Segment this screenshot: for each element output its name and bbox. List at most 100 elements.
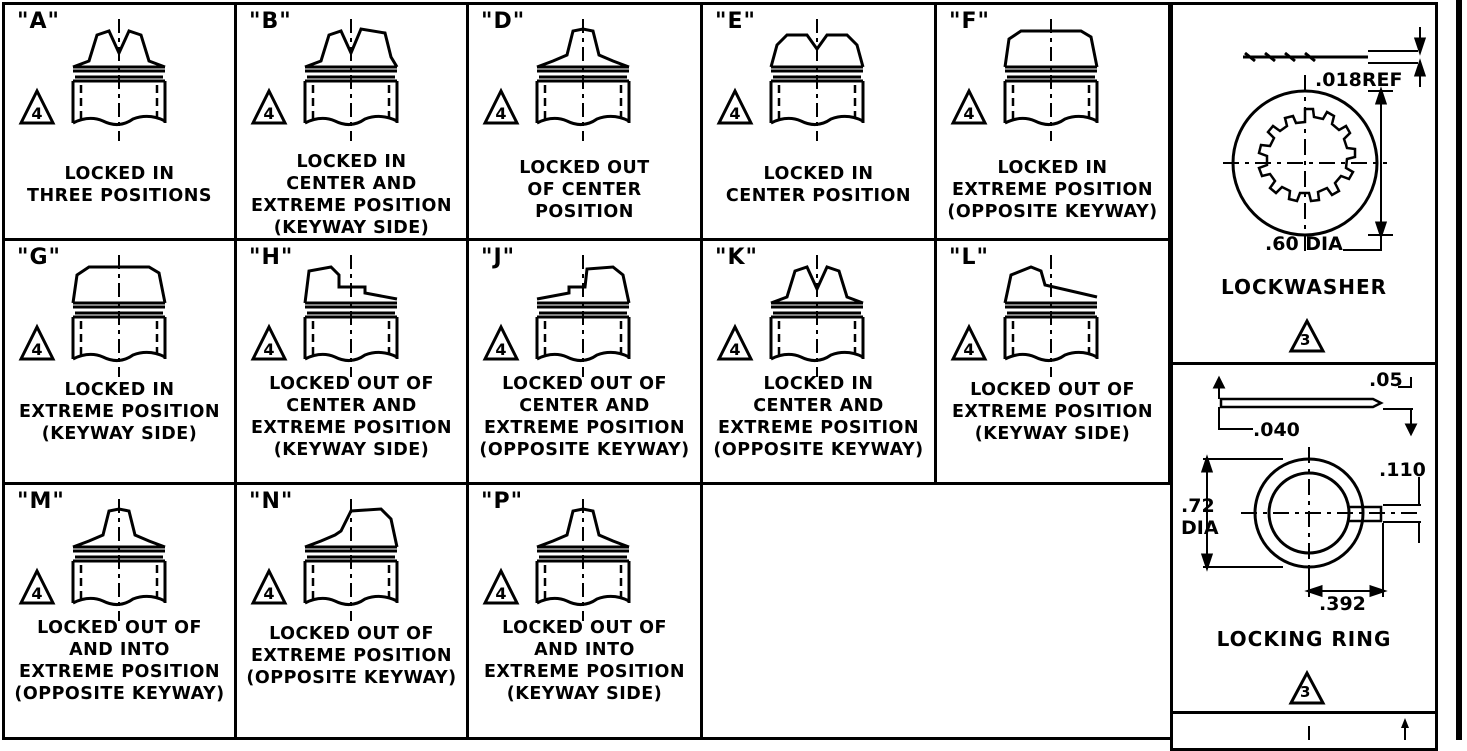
caption-line: CENTER AND — [753, 396, 884, 416]
note-number: 4 — [951, 93, 987, 127]
locking-ring-drawing — [1200, 375, 1423, 705]
note-number-text: 4 — [263, 340, 275, 359]
caption-line: EXTREME POSITION — [250, 418, 453, 438]
partial-panel — [1170, 711, 1438, 751]
caption-line: LOCKED OUT OF — [37, 618, 202, 638]
caption-line: EXTREME POSITION — [18, 662, 221, 682]
note-triangle — [18, 87, 56, 125]
note-number-text: 4 — [263, 104, 275, 123]
locking-ring-panel: .05 .040 .110 .72 DIA .392 LOCKING RING … — [1170, 362, 1438, 714]
note-triangle — [482, 87, 520, 125]
caption-line: LOCKED OUT — [519, 158, 650, 178]
lock-profile-drawing — [950, 19, 1099, 141]
note-number-text: 4 — [31, 340, 43, 359]
lock-profile-drawing — [716, 19, 865, 141]
caption-line: CENTER AND — [286, 396, 417, 416]
lockwasher-note-triangle — [1288, 317, 1326, 353]
note-number: 4 — [717, 93, 753, 127]
caption-line: EXTREME POSITION — [951, 180, 1154, 200]
cell-label: "P" — [481, 489, 524, 514]
empty-area — [700, 482, 1173, 740]
note-number: 4 — [19, 93, 55, 127]
caption-line: OF CENTER — [527, 180, 642, 200]
caption-line: (KEYWAY SIDE) — [974, 424, 1131, 444]
cell-label: "L" — [949, 245, 989, 270]
caption-line: (KEYWAY SIDE) — [506, 684, 663, 704]
note-number: 4 — [251, 573, 287, 607]
note-number: 4 — [483, 573, 519, 607]
caption-line: LOCKED OUT OF — [970, 380, 1135, 400]
caption-line: EXTREME POSITION — [717, 418, 920, 438]
lock-profile-drawing — [950, 255, 1099, 377]
caption-line: EXTREME POSITION — [951, 402, 1154, 422]
note-number: 4 — [717, 329, 753, 363]
caption-line: LOCKED IN — [763, 164, 874, 184]
caption-line: (KEYWAY SIDE) — [273, 218, 430, 238]
cell-label: "F" — [949, 9, 990, 34]
note-number-text: 4 — [495, 104, 507, 123]
locking-ring-note-triangle — [1288, 669, 1326, 705]
locking-ring-dim-110: .110 — [1379, 459, 1426, 481]
lockwasher-note-number: 3 — [1300, 331, 1311, 349]
note-triangle — [250, 567, 288, 605]
caption-line: LOCKED OUT OF — [269, 374, 434, 394]
caption-line: EXTREME POSITION — [250, 196, 453, 216]
lockwasher-ref-dimension: .018REF — [1315, 69, 1403, 91]
caption-line: (KEYWAY SIDE) — [273, 440, 430, 460]
locking-ring-note-number: 3 — [1300, 683, 1311, 701]
lock-profile-drawing — [18, 19, 167, 141]
cell-label: "K" — [715, 245, 758, 270]
note-number-text: 4 — [963, 104, 975, 123]
caption-line: THREE POSITIONS — [27, 186, 212, 206]
caption-line: (OPPOSITE KEYWAY) — [246, 668, 457, 688]
lock-profile-drawing — [716, 255, 865, 377]
caption-line: LOCKED OUT OF — [502, 618, 667, 638]
note-number-text: 4 — [495, 340, 507, 359]
locking-ring-title: LOCKING RING — [1216, 627, 1392, 651]
note-triangle — [250, 323, 288, 361]
note-number-text: 4 — [495, 584, 507, 603]
note-number: 4 — [19, 573, 55, 607]
caption-line: (OPPOSITE KEYWAY) — [479, 440, 690, 460]
caption-line: EXTREME POSITION — [483, 662, 686, 682]
locking-ring-dim-dia: DIA — [1181, 517, 1219, 539]
page-border-right — [1456, 0, 1462, 740]
caption-line: EXTREME POSITION — [250, 646, 453, 666]
note-triangle — [18, 323, 56, 361]
caption-line: POSITION — [535, 202, 634, 222]
note-number: 4 — [483, 93, 519, 127]
caption-line: (OPPOSITE KEYWAY) — [14, 684, 225, 704]
caption-line: CENTER POSITION — [725, 186, 912, 206]
caption-line: LOCKED IN — [997, 158, 1108, 178]
lockwasher-drawing — [1223, 27, 1427, 353]
note-number-text: 4 — [31, 104, 43, 123]
cell-label: "N" — [249, 489, 294, 514]
cell-label: "H" — [249, 245, 294, 270]
locking-ring-dim-392: .392 — [1319, 593, 1366, 615]
note-number-text: 4 — [729, 104, 741, 123]
note-triangle — [950, 87, 988, 125]
note-triangle — [482, 323, 520, 361]
caption-line: LOCKED OUT OF — [269, 624, 434, 644]
cell-label: "B" — [249, 9, 292, 34]
note-triangle — [250, 87, 288, 125]
caption-line: LOCKED IN — [763, 374, 874, 394]
